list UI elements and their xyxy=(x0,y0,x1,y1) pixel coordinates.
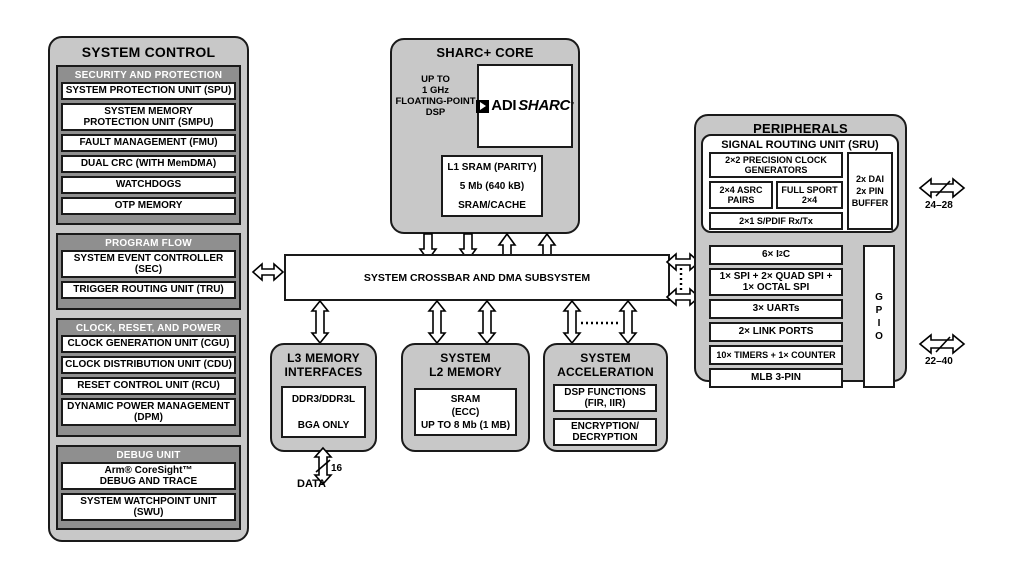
gpio-letter-o: O xyxy=(875,330,883,342)
peripherals-dotted-link xyxy=(678,268,684,292)
system-crossbar-block[interactable]: SYSTEM CROSSBAR AND DMA SUBSYSTEM xyxy=(284,254,670,301)
accel-dotted-link xyxy=(581,320,621,326)
i2c-prefix: 6× I xyxy=(761,249,779,261)
crossbar-to-accel-arrow-2 xyxy=(618,299,638,345)
ddr3-box[interactable]: DDR3/DDR3L BGA ONLY xyxy=(281,386,366,438)
watchdogs-box[interactable]: WATCHDOGS xyxy=(61,176,236,194)
gpio-box[interactable]: G P I O xyxy=(863,245,895,388)
tru-box[interactable]: TRIGGER ROUTING UNIT (TRU) xyxy=(61,281,236,299)
dpm-box[interactable]: DYNAMIC POWER MANAGEMENT (DPM) xyxy=(61,398,236,426)
gpio-letter-p: P xyxy=(875,304,883,316)
system-acceleration-title: SYSTEM ACCELERATION xyxy=(557,351,654,379)
mlb-box[interactable]: MLB 3-PIN xyxy=(709,368,843,388)
peripherals-title: PERIPHERALS xyxy=(753,121,848,136)
sru-title: SIGNAL ROUTING UNIT (SRU) xyxy=(721,139,879,151)
sharc-core-spec-text: UP TO 1 GHz FLOATING-POINT DSP xyxy=(395,74,476,118)
dai-pins-label: 24–28 xyxy=(925,200,953,211)
swu-box[interactable]: SYSTEM WATCHPOINT UNIT (SWU) xyxy=(61,493,236,521)
dual-crc-box[interactable]: DUAL CRC (WITH MemDMA) xyxy=(61,155,236,173)
system-control-title: SYSTEM CONTROL xyxy=(81,44,216,60)
smpu-box[interactable]: SYSTEM MEMORY PROTECTION UNIT (SMPU) xyxy=(61,103,236,131)
l3-bus-width-label: 16 xyxy=(331,463,343,474)
crossbar-to-l2-arrow-2 xyxy=(477,299,497,345)
i2c-superscript: 2 xyxy=(778,251,783,259)
l2-memory-title: SYSTEM L2 MEMORY xyxy=(429,351,502,379)
sysctrl-crossbar-double-arrow xyxy=(251,262,285,282)
otp-memory-box[interactable]: OTP MEMORY xyxy=(61,197,236,215)
spi-box[interactable]: 1× SPI + 2× QUAD SPI + 1× OCTAL SPI xyxy=(709,268,843,296)
asrc-pairs-box[interactable]: 2×4 ASRC PAIRS xyxy=(709,181,773,209)
l3-memory-title: L3 MEMORY INTERFACES xyxy=(284,351,363,379)
dsp-functions-box[interactable]: DSP FUNCTIONS (FIR, IIR) xyxy=(553,384,657,412)
crossbar-to-l2-arrow-1 xyxy=(427,299,447,345)
timers-counter-box[interactable]: 10× TIMERS + 1× COUNTER xyxy=(709,345,843,365)
spdif-box[interactable]: 2×1 S/PDIF Rx/Tx xyxy=(709,212,843,230)
dai-external-pins-arrow xyxy=(918,177,966,199)
gpio-letter-i: I xyxy=(877,317,881,329)
uarts-box[interactable]: 3× UARTs xyxy=(709,299,843,319)
l3-data-bus-arrow xyxy=(313,446,333,486)
full-sport-box[interactable]: FULL SPORT 2×4 xyxy=(776,181,843,209)
l1-sram-box[interactable]: L1 SRAM (PARITY) 5 Mb (640 kB) SRAM/CACH… xyxy=(441,155,543,217)
gpio-pins-label: 22–40 xyxy=(925,356,953,367)
precision-clock-generators-box[interactable]: 2×2 PRECISION CLOCK GENERATORS xyxy=(709,152,843,178)
gpio-letter-g: G xyxy=(875,291,883,303)
clock-reset-power-title: CLOCK, RESET, AND POWER xyxy=(75,323,222,334)
rcu-box[interactable]: RESET CONTROL UNIT (RCU) xyxy=(61,377,236,395)
fmu-box[interactable]: FAULT MANAGEMENT (FMU) xyxy=(61,134,236,152)
security-and-protection-title: SECURITY AND PROTECTION xyxy=(74,70,223,81)
link-ports-box[interactable]: 2× LINK PORTS xyxy=(709,322,843,342)
l2-sram-box[interactable]: SRAM (ECC) UP TO 8 Mb (1 MB) xyxy=(414,388,517,436)
sharc-core-title: SHARC+ CORE xyxy=(436,45,534,60)
coresight-debug-trace-box[interactable]: Arm® CoreSight™ DEBUG AND TRACE xyxy=(61,462,236,490)
l3-bus-data-label: DATA xyxy=(297,478,326,490)
system-crossbar-label: SYSTEM CROSSBAR AND DMA SUBSYSTEM xyxy=(363,271,591,284)
dai-pin-buffer-box[interactable]: 2x DAI 2x PIN BUFFER xyxy=(847,152,893,230)
spu-box[interactable]: SYSTEM PROTECTION UNIT (SPU) xyxy=(61,82,236,100)
debug-unit-title: DEBUG UNIT xyxy=(116,450,181,461)
adi-triangle-icon xyxy=(476,99,490,113)
sharc-product-text: SHARC xyxy=(518,97,571,115)
cdu-box[interactable]: CLOCK DISTRIBUTION UNIT (CDU) xyxy=(61,356,236,374)
adi-brand-text: ADI xyxy=(491,97,517,115)
encryption-decryption-box[interactable]: ENCRYPTION/ DECRYPTION xyxy=(553,418,657,446)
gpio-external-pins-arrow xyxy=(918,333,966,355)
i2c-suffix: C xyxy=(782,249,791,261)
cgu-box[interactable]: CLOCK GENERATION UNIT (CGU) xyxy=(61,335,236,353)
sec-box[interactable]: SYSTEM EVENT CONTROLLER (SEC) xyxy=(61,250,236,278)
program-flow-title: PROGRAM FLOW xyxy=(105,238,192,249)
crossbar-to-l3-arrow xyxy=(310,299,330,345)
trademark-mark: ’ xyxy=(572,102,574,110)
crossbar-to-accel-arrow-1 xyxy=(562,299,582,345)
